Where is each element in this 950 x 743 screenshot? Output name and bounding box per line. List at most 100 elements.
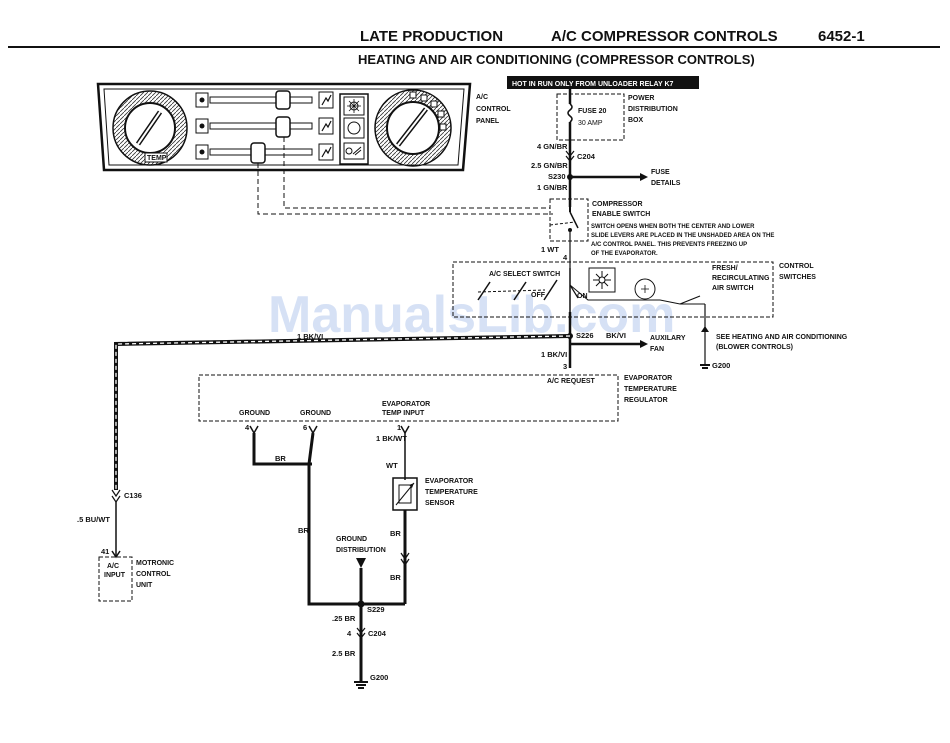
control-panel-label-1: A/C <box>476 94 488 101</box>
compressor-note-4: OF THE EVAPORATOR. <box>591 251 658 257</box>
fresh-air-label-1: FRESH/ <box>712 265 738 272</box>
switch-contact-icon <box>569 211 579 229</box>
regulator-ground-1: GROUND <box>239 410 270 417</box>
fan-knob-icon <box>374 89 452 167</box>
fresh-air-switch-contact-icon <box>679 295 701 305</box>
wire-bkvi-left-outer <box>114 334 571 490</box>
splice-s230: S230 <box>548 172 566 181</box>
pin-41: 41 <box>101 547 109 556</box>
fuse-details-2: DETAILS <box>651 180 681 187</box>
slider-row-3 <box>195 142 334 164</box>
switch-on-label: ON <box>577 293 588 300</box>
wire-5-buwt: .5 BU/WT <box>77 515 110 524</box>
snowflake-button-icon <box>343 96 365 116</box>
power-distribution-box <box>556 93 625 141</box>
hot-in-run-text: HOT IN RUN ONLY FROM UNLOADER RELAY K7 <box>512 81 674 88</box>
fuse-icon <box>567 103 573 123</box>
arrow-aux-fan-icon <box>640 340 648 348</box>
header-production: LATE PRODUCTION <box>360 28 503 45</box>
wire-25-gnbr: 2.5 GN/BR <box>531 161 568 170</box>
ac-request-label: A/C REQUEST <box>547 378 596 385</box>
sensor-label-3: SENSOR <box>425 500 455 507</box>
power-box-label-2: DISTRIBUTION <box>628 106 678 113</box>
fresh-air-label-2: RECIRCULATING <box>712 275 770 282</box>
fresh-air-label-3: AIR SWITCH <box>712 285 754 292</box>
regulator-label-1: EVAPORATOR <box>624 375 672 382</box>
sensor-label-2: TEMPERATURE <box>425 489 478 496</box>
connector-c204-top-icon <box>565 150 575 162</box>
ac-select-switch-label: A/C SELECT SWITCH <box>489 271 560 278</box>
slider-row-2 <box>195 116 334 138</box>
control-panel-label-2: CONTROL <box>476 106 511 113</box>
arrow-fuse-details-icon <box>640 173 648 181</box>
motronic-label-3: UNIT <box>136 582 153 589</box>
pin-ground-4: 4 <box>245 423 250 432</box>
recirculation-lamp-icon <box>634 278 656 300</box>
wire-br-d: BR <box>390 573 401 582</box>
header-section: A/C COMPRESSOR CONTROLS <box>551 28 778 45</box>
temp-knob-label: TEMP <box>147 155 167 162</box>
wire-1-gnbr: 1 GN/BR <box>537 183 568 192</box>
wire-br-c: BR <box>390 529 401 538</box>
temp-knob-icon: TEMP <box>112 90 188 166</box>
ground-g200-bottom: G200 <box>370 673 388 682</box>
see-note-1: SEE HEATING AND AIR CONDITIONING <box>716 334 848 341</box>
wire-br-b: BR <box>298 526 309 535</box>
regulator-temp-input-1: EVAPORATOR <box>382 401 430 408</box>
pin-3: 3 <box>563 362 567 371</box>
splice-s229-dot <box>357 600 365 608</box>
mechanical-link-lower <box>257 163 553 215</box>
rear-defrost-button-icon <box>343 142 365 160</box>
wire-1-bkvi-down: 1 BK/VI <box>541 350 567 359</box>
control-switches-label-2: SWITCHES <box>779 274 816 281</box>
see-note-2: (BLOWER CONTROLS) <box>716 344 793 351</box>
hot-in-run-bar <box>507 76 699 89</box>
wire-25-br: .25 BR <box>332 614 356 623</box>
header-page-number: 6452-1 <box>818 28 865 45</box>
compressor-switch-label-1: COMPRESSOR <box>592 201 643 208</box>
wire-1-bkwt: 1 BK/WT <box>376 434 407 443</box>
motronic-label-1: MOTRONIC <box>136 560 174 567</box>
compressor-note-1: SWITCH OPENS WHEN BOTH THE CENTER AND LO… <box>591 224 755 230</box>
splice-s229: S229 <box>367 605 385 614</box>
ac-control-panel: TEMP <box>96 82 472 172</box>
wire-bkvi-right: BK/VI <box>606 331 626 340</box>
wire-4-gnbr: 4 GN/BR <box>537 142 568 151</box>
motronic-inner-2: INPUT <box>104 572 126 579</box>
pin-temp-1: 1 <box>397 423 401 432</box>
compressor-note-3: A/C CONTROL PANEL. THIS PREVENTS FREEZIN… <box>591 242 747 248</box>
motronic-label-2: CONTROL <box>136 571 171 578</box>
regulator-label-3: REGULATOR <box>624 397 668 404</box>
wire-25-br-b: 2.5 BR <box>332 649 356 658</box>
wire-1-bkvi-left: 1 BK/VI <box>297 332 323 341</box>
regulator-label-2: TEMPERATURE <box>624 386 677 393</box>
connector-c204-bottom: C204 <box>368 629 387 638</box>
aux-fan-label-1: AUXILARY <box>650 335 686 342</box>
evaporator-temperature-regulator <box>198 374 619 422</box>
connector-c204-bottom-icon <box>356 627 366 639</box>
control-panel-label-3: PANEL <box>476 118 500 125</box>
ac-select-switch-icon <box>477 268 579 312</box>
thermistor-icon <box>395 482 415 506</box>
wire-br-a: BR <box>275 454 286 463</box>
pin-4-bottom: 4 <box>347 629 352 638</box>
connector-c136-icon <box>111 489 121 504</box>
motronic-inner-1: A/C <box>107 563 119 570</box>
switch-off-label: OFF <box>531 292 546 299</box>
wire-1-wt: 1 WT <box>541 245 559 254</box>
compressor-enable-switch <box>549 198 589 242</box>
slider-row-1 <box>195 90 334 110</box>
ground-g200-right-icon <box>700 364 710 369</box>
header-subtitle: HEATING AND AIR CONDITIONING (COMPRESSOR… <box>358 52 755 67</box>
pin-4-top: 4 <box>563 253 568 262</box>
fuse-name: FUSE 20 <box>578 108 607 115</box>
splice-s226: S226 <box>576 331 594 340</box>
recirculate-button-icon <box>343 117 365 139</box>
power-box-label-3: BOX <box>628 117 644 124</box>
sensor-label-1: EVAPORATOR <box>425 478 473 485</box>
watermark: ManualsLib.com <box>268 286 675 344</box>
connector-c204-top: C204 <box>577 152 596 161</box>
ground-distribution-2: DISTRIBUTION <box>336 547 386 554</box>
